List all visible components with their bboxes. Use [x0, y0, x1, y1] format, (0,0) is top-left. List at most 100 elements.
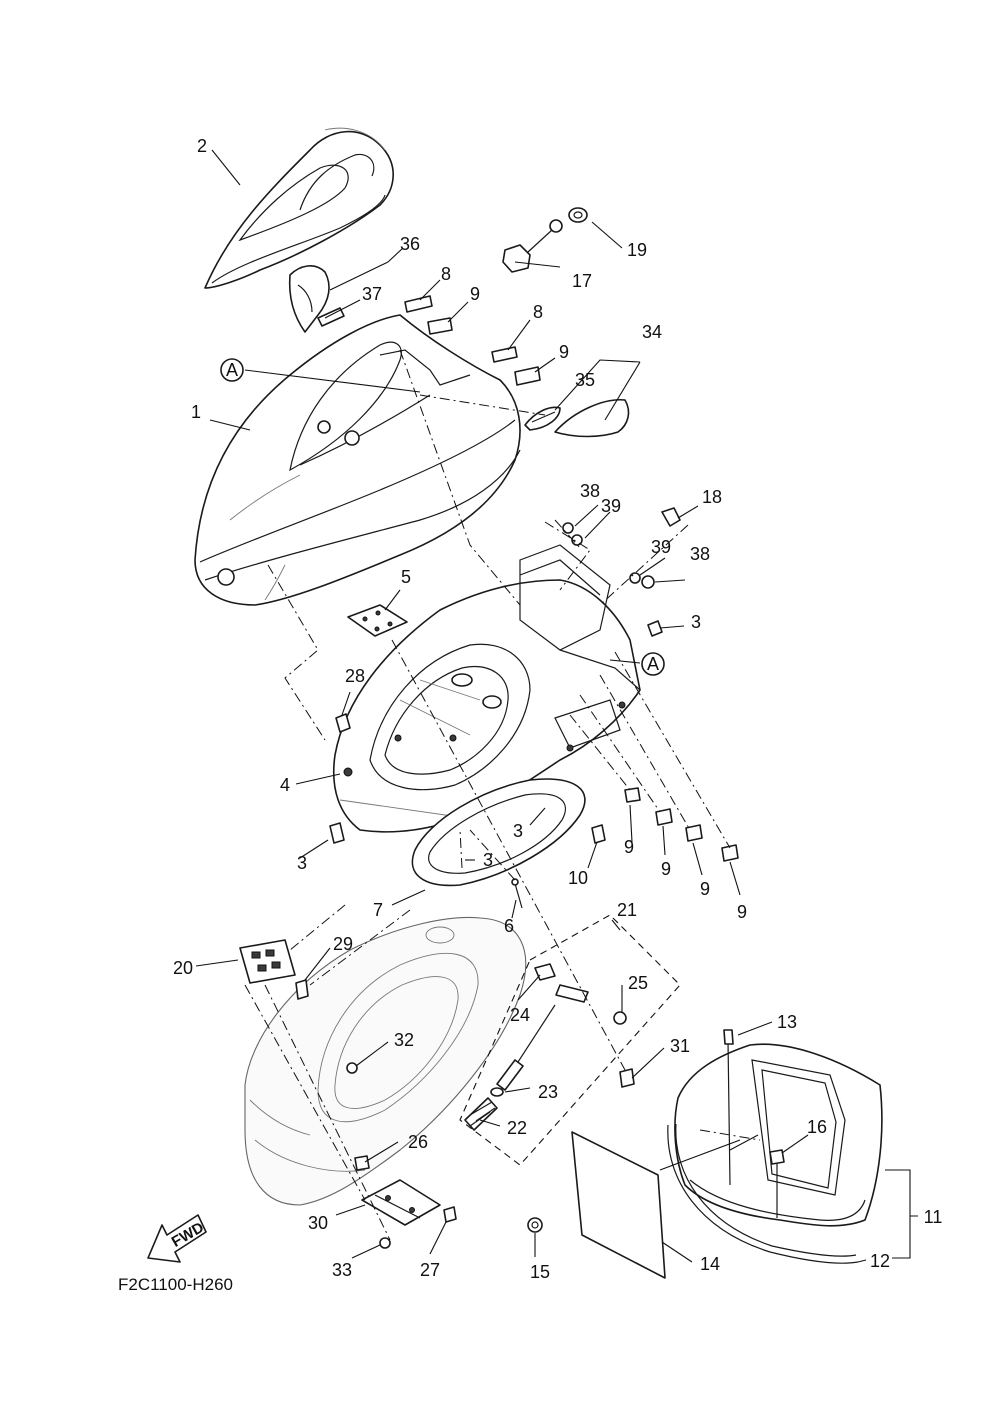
- callout-27: 27: [420, 1260, 440, 1280]
- part-3-bolt-a: [647, 620, 663, 637]
- callout-20: 20: [173, 958, 193, 978]
- part-4-deck: [332, 544, 641, 833]
- part-9-pad-e: [685, 824, 703, 842]
- part-36-visor: [288, 265, 330, 333]
- part-38-washer-a: [562, 522, 574, 534]
- part-30-hinge-plate: [361, 1179, 441, 1226]
- part-9-pad-c: [624, 787, 641, 803]
- alignment-lines: [244, 349, 761, 1241]
- part-26-bolt: [354, 1155, 370, 1171]
- part-35-emblem: [524, 406, 561, 431]
- callout-2: 2: [197, 136, 207, 156]
- callout-34: 34: [642, 322, 662, 342]
- callout-37: 37: [362, 284, 382, 304]
- part-39-nut-b: [629, 572, 641, 584]
- part-damper-rod: [496, 1004, 556, 1091]
- part-32-clip: [346, 1062, 358, 1074]
- callout-21: 21: [617, 900, 637, 920]
- part-29-bolt: [295, 979, 309, 1000]
- callout-32: 32: [394, 1030, 414, 1050]
- part-14-lid: [571, 1131, 666, 1279]
- part-17-switch: [502, 219, 563, 273]
- part-23-ring: [490, 1087, 504, 1097]
- hull-outline: [244, 916, 527, 1206]
- callout-8a: 8: [441, 264, 451, 284]
- part-13-pin: [723, 1029, 734, 1186]
- part-18-bolt: [661, 507, 681, 527]
- callout-26: 26: [408, 1132, 428, 1152]
- part-15-screw: [527, 1217, 543, 1233]
- callout-9c: 9: [624, 837, 634, 857]
- part-21-damper-group: [459, 914, 681, 1166]
- callout-9a: 9: [470, 284, 480, 304]
- callout-9e: 9: [700, 879, 710, 899]
- callout-10: 10: [568, 868, 588, 888]
- callout-17: 17: [572, 271, 592, 291]
- part-38-washer-b: [641, 575, 655, 589]
- part-1-hood: [194, 314, 521, 606]
- part-3-bolt-b: [329, 822, 345, 844]
- part-31-bolt: [619, 1068, 635, 1088]
- callout-23: 23: [538, 1082, 558, 1102]
- callout-7: 7: [373, 900, 383, 920]
- reference-marker-a-top: A: [220, 358, 244, 382]
- part-6-pin: [511, 878, 523, 909]
- part-12-seal: [667, 1123, 859, 1264]
- part-27-bolt: [443, 1206, 457, 1223]
- part-33-nut: [379, 1237, 391, 1249]
- part-16-plug: [769, 1149, 785, 1218]
- part-9-pad-b: [514, 366, 541, 386]
- leader-lines: [195, 149, 918, 1263]
- callout-31: 31: [670, 1036, 690, 1056]
- callout-9f: 9: [737, 902, 747, 922]
- callout-29: 29: [333, 934, 353, 954]
- svg-text:A: A: [226, 360, 238, 380]
- callout-3d: 3: [483, 850, 493, 870]
- part-8-pad-b: [491, 346, 518, 363]
- callout-9b: 9: [559, 342, 569, 362]
- part-9-pad-d: [655, 808, 673, 826]
- callout-8b: 8: [533, 302, 543, 322]
- callout-39b: 39: [651, 537, 671, 557]
- part-22-spring-boot: [464, 1097, 498, 1131]
- callout-38b: 38: [690, 544, 710, 564]
- callout-3b: 3: [297, 853, 307, 873]
- fwd-arrow-icon: FWD: [147, 1214, 207, 1263]
- part-2-top-cover: [204, 127, 394, 289]
- callout-16: 16: [807, 1117, 827, 1137]
- part-10-screw: [591, 824, 606, 844]
- part-25-nut: [613, 1011, 627, 1025]
- part-37-visor-bolt: [317, 307, 345, 327]
- part-7-mat: [411, 778, 586, 887]
- part-8-pad-a: [404, 295, 433, 313]
- part-11-storage-bin: [674, 1043, 883, 1227]
- callout-24: 24: [510, 1005, 530, 1025]
- part-20-hinge: [239, 939, 296, 984]
- callout-12: 12: [870, 1251, 890, 1271]
- part-19-cap: [568, 207, 588, 223]
- svg-text:A: A: [647, 654, 659, 674]
- part-24-bracket: [534, 963, 589, 1003]
- callout-4: 4: [280, 775, 290, 795]
- diagram-code: F2C1100-H260: [118, 1275, 233, 1294]
- callout-35: 35: [575, 370, 595, 390]
- part-9-pad-a: [427, 317, 453, 335]
- callout-9d: 9: [661, 859, 671, 879]
- callout-labels: 2 1 36 37 8 9 8 9 34 35 17 19 38 39 18 3…: [173, 136, 942, 1282]
- part-5-plate: [347, 604, 408, 637]
- part-9-pad-f: [721, 844, 739, 862]
- callout-22: 22: [507, 1118, 527, 1138]
- callout-39a: 39: [601, 496, 621, 516]
- part-34-side-cover: [554, 399, 630, 438]
- part-28-grommet: [335, 713, 351, 733]
- callout-1: 1: [191, 402, 201, 422]
- callout-3a: 3: [691, 612, 701, 632]
- callout-36: 36: [400, 234, 420, 254]
- callout-11: 11: [924, 1207, 943, 1227]
- callout-25: 25: [628, 973, 648, 993]
- callout-3c: 3: [513, 821, 523, 841]
- callout-18: 18: [702, 487, 722, 507]
- callout-33: 33: [332, 1260, 352, 1280]
- callout-13: 13: [777, 1012, 797, 1032]
